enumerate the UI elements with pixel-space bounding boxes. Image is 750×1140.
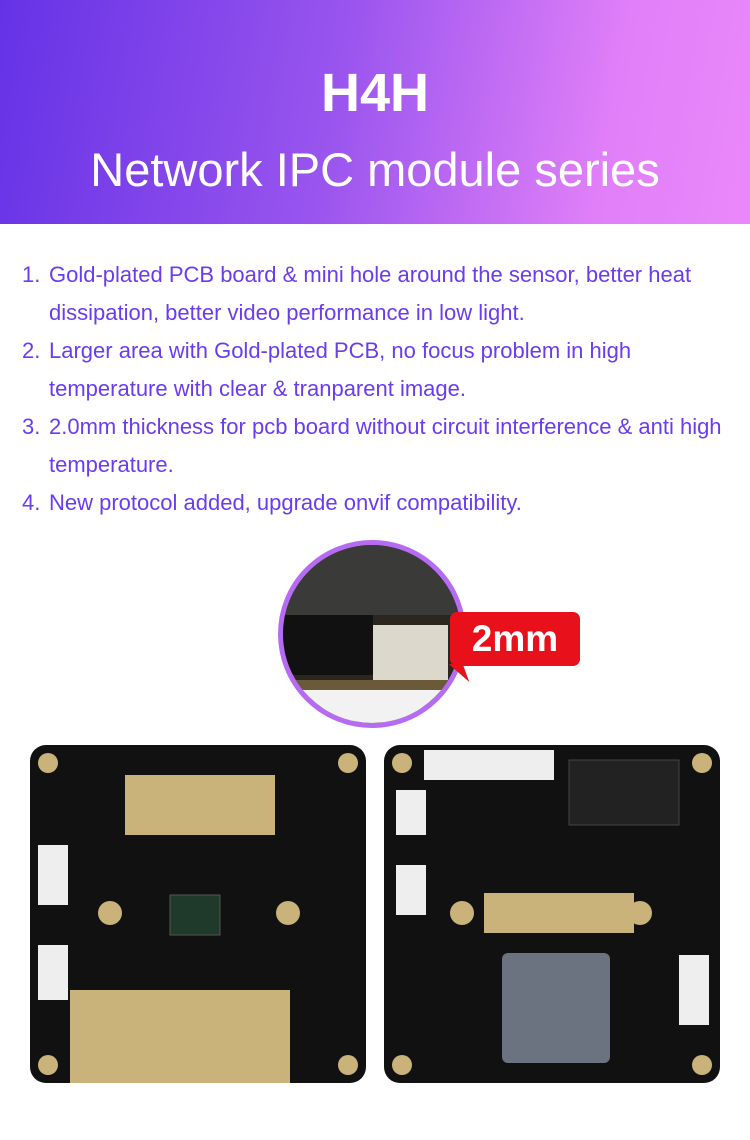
pcb-thickness-closeup — [278, 540, 466, 728]
page-title: H4H — [320, 63, 430, 123]
feature-number: 3. — [22, 414, 41, 439]
page-subtitle: Network IPC module series — [90, 143, 660, 196]
feature-number: 2. — [22, 338, 41, 363]
thickness-callout: 2mm — [450, 612, 580, 666]
feature-item: 3. 2.0mm thickness for pcb board without … — [22, 408, 732, 484]
feature-number: 1. — [22, 262, 41, 287]
feature-item: 2. Larger area with Gold-plated PCB, no f… — [22, 332, 732, 408]
feature-text: 2.0mm thickness for pcb board without ci… — [49, 414, 722, 477]
feature-item: 1. Gold-plated PCB board & mini hole arou… — [22, 256, 732, 332]
pcb-back-image — [384, 745, 720, 1083]
feature-text: Larger area with Gold-plated PCB, no foc… — [49, 338, 632, 401]
feature-text: New protocol added, upgrade onvif compat… — [49, 490, 522, 515]
feature-number: 4. — [22, 490, 41, 515]
feature-text: Gold-plated PCB board & mini hole around… — [49, 262, 692, 325]
pcb-front-image — [30, 745, 366, 1083]
header-banner: H4H Network IPC module series — [0, 0, 750, 224]
feature-list: 1. Gold-plated PCB board & mini hole arou… — [22, 256, 732, 522]
feature-item: 4. New protocol added, upgrade onvif comp… — [22, 484, 732, 522]
